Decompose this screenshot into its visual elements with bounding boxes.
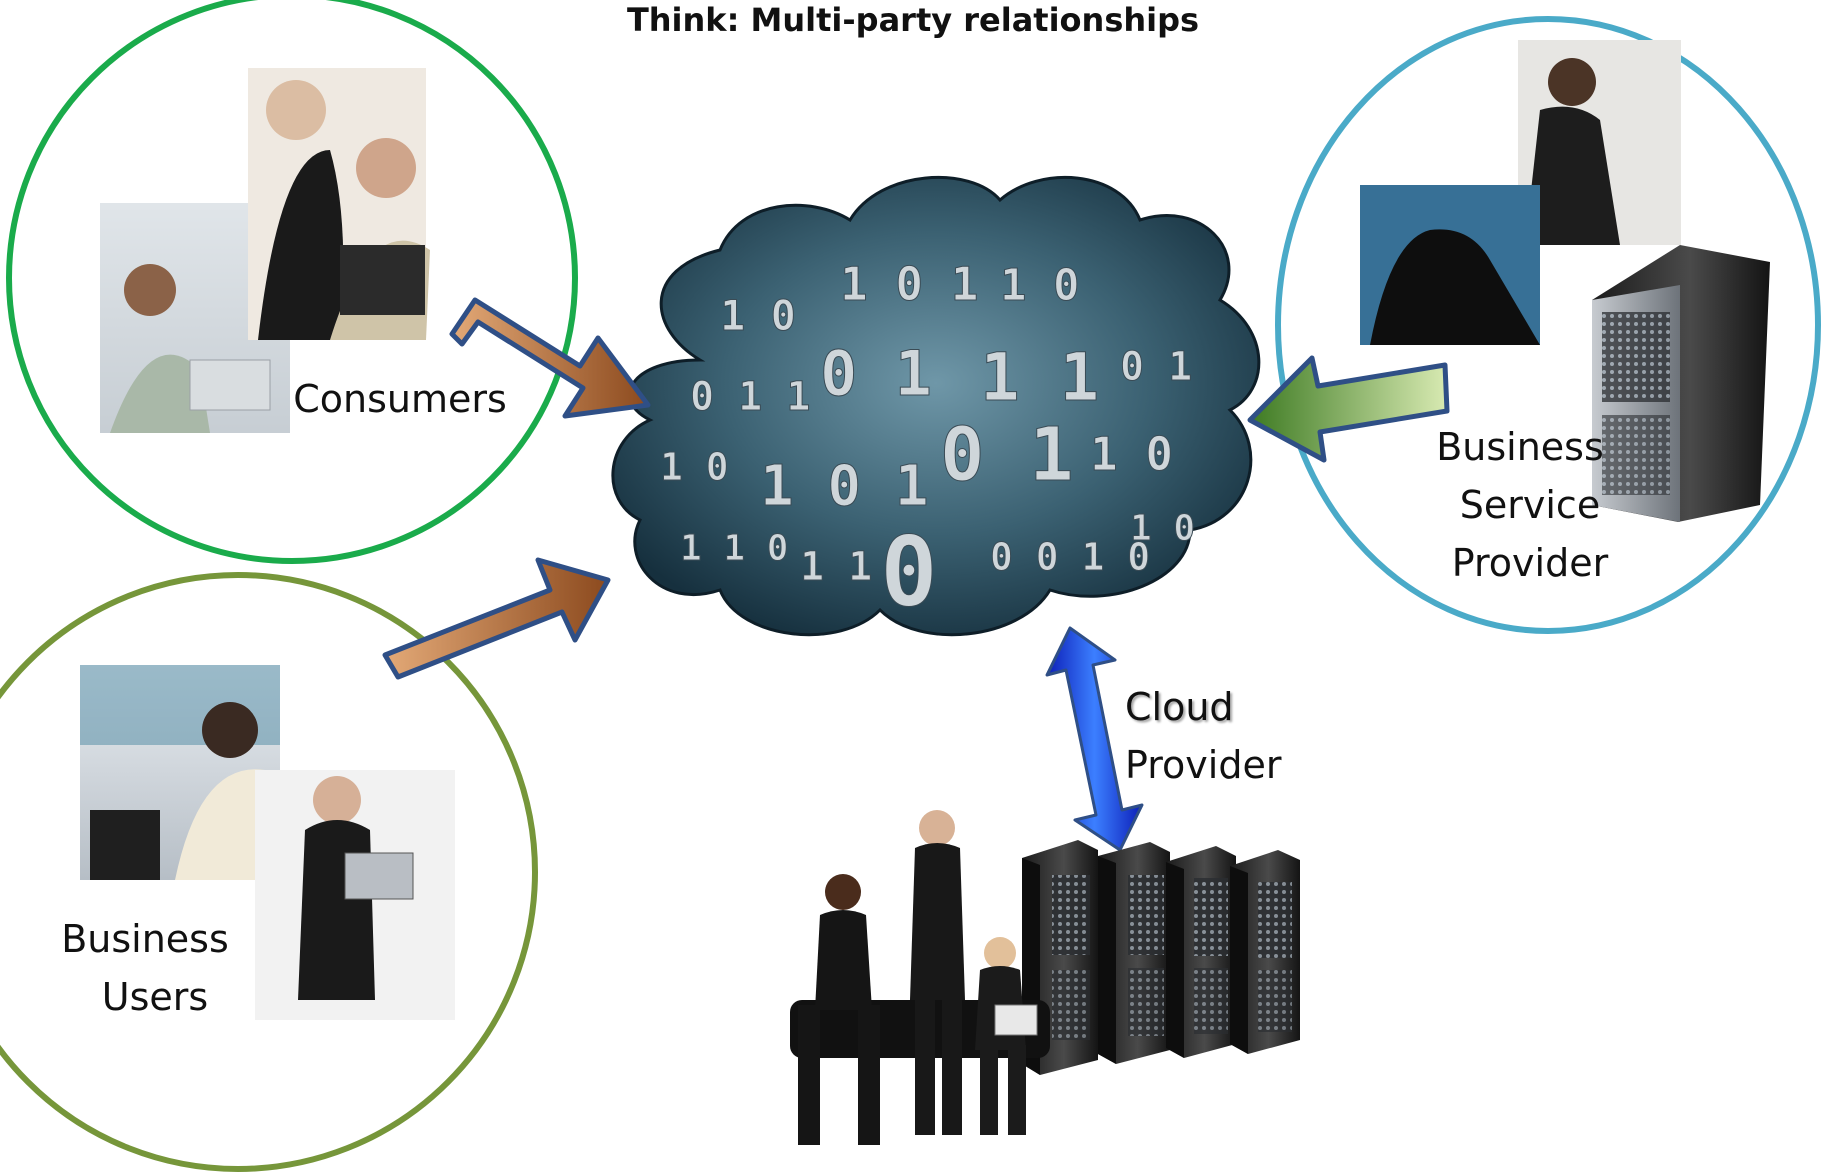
page-title: Think: Multi-party relationships xyxy=(626,1,1200,39)
consumers-photo-icon xyxy=(100,68,430,433)
business-service-provider-photo-icon xyxy=(1360,40,1681,345)
svg-text:0 1: 0 1 xyxy=(820,337,932,410)
cloud-provider-label-line2: Provider xyxy=(1125,743,1282,787)
svg-text:1 0: 1 0 xyxy=(660,445,729,489)
svg-text:1 0: 1 0 xyxy=(1000,260,1079,311)
svg-text:1 0 1: 1 0 1 xyxy=(760,454,929,519)
business-service-provider-label-line1: Business xyxy=(1436,425,1604,469)
svg-text:1 0: 1 0 xyxy=(1090,427,1173,481)
svg-text:1 0: 1 0 xyxy=(1130,508,1195,549)
svg-text:0 1: 0 1 xyxy=(1120,344,1192,390)
business-users-label-line1: Business xyxy=(61,917,229,961)
consumers-arrow xyxy=(449,297,651,419)
svg-text:0 1 1: 0 1 1 xyxy=(690,374,810,420)
business-users-arrow xyxy=(382,557,611,680)
business-users-label-line2: Users xyxy=(102,975,208,1019)
business-users-ring xyxy=(0,572,538,1172)
svg-text:1 1: 1 1 xyxy=(800,544,872,590)
consumers-ring xyxy=(6,0,578,564)
svg-text:0: 0 xyxy=(880,516,938,628)
consumers-label: Consumers xyxy=(293,377,507,421)
svg-text:1 0 1: 1 0 1 xyxy=(840,257,978,311)
server-tower-icon xyxy=(1592,245,1770,522)
cloud-provider-people-icon xyxy=(790,810,1050,1145)
cloud-provider-arrow xyxy=(1045,626,1144,852)
business-service-provider-ring xyxy=(1275,16,1821,634)
data-cloud-icon: 1 0 1 0 1 1 0 0 1 1 0 1 1 1 0 1 1 0 1 0 … xyxy=(611,175,1261,637)
business-service-provider-label-line3: Provider xyxy=(1452,541,1609,585)
business-users-photo-icon xyxy=(80,665,455,1020)
svg-text:1 1 0: 1 1 0 xyxy=(680,528,788,569)
cloud-provider-servers-icon xyxy=(1022,840,1300,1075)
business-service-provider-arrow xyxy=(1247,355,1450,463)
svg-text:1 0: 1 0 xyxy=(720,291,796,340)
svg-text:1 1: 1 1 xyxy=(980,339,1099,416)
cloud-provider-label-line1: Cloud xyxy=(1125,685,1234,729)
svg-text:0 0 1 0: 0 0 1 0 xyxy=(990,535,1150,579)
business-service-provider-label-line2: Service xyxy=(1460,483,1600,527)
svg-text:0 1: 0 1 xyxy=(940,412,1074,498)
